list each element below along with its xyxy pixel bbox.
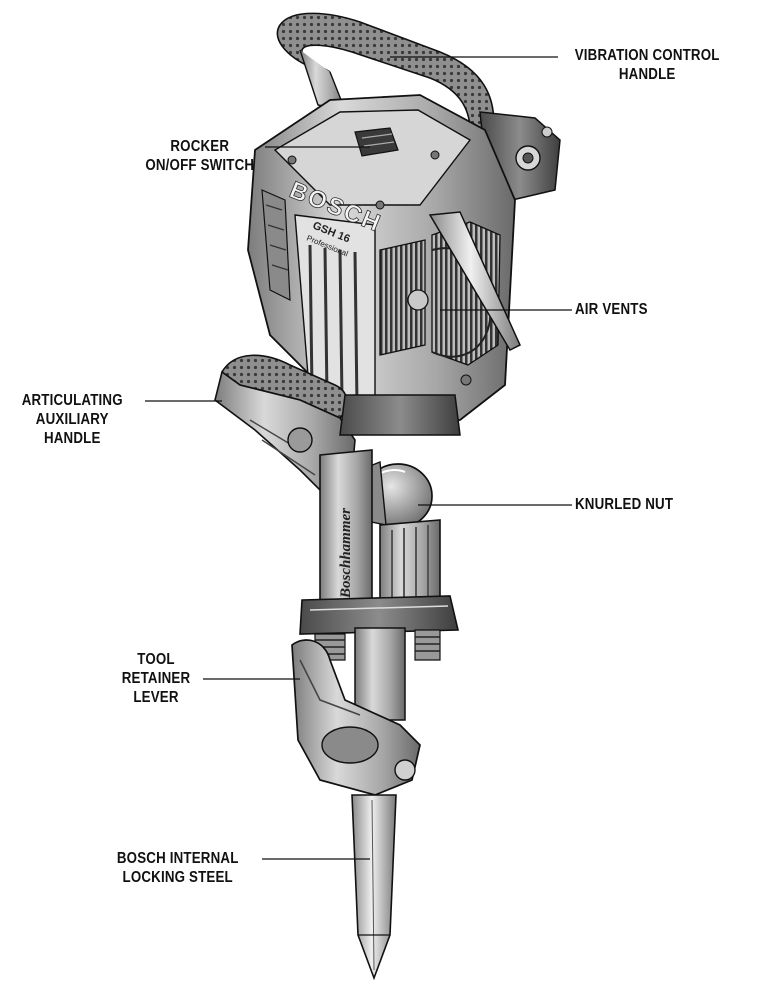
- label-rocker-switch: ROCKER ON/OFF SWITCH: [125, 137, 276, 175]
- label-line: ROCKER: [170, 138, 230, 155]
- locking-steel-shape: [351, 794, 397, 981]
- label-line: VIBRATION CONTROL: [574, 47, 720, 64]
- label-line: HANDLE: [43, 430, 101, 447]
- leader-lines: [145, 56, 572, 860]
- label-line: LOCKING STEEL: [122, 869, 233, 886]
- shaft-brand-text: Boschhammer: [338, 508, 354, 599]
- label-line: ON/OFF SWITCH: [145, 157, 255, 174]
- motor-housing-shape: BOSCH GSH 16 Professional: [247, 94, 521, 426]
- label-locking-steel: BOSCH INTERNAL LOCKING STEEL: [96, 849, 259, 887]
- label-line: LEVER: [133, 689, 179, 706]
- label-line: KNURLED NUT: [575, 496, 674, 513]
- label-line: AUXILIARY: [35, 411, 109, 428]
- label-line: BOSCH INTERNAL: [116, 850, 239, 867]
- shaft-shape: Boschhammer: [299, 449, 460, 635]
- label-line: HANDLE: [618, 66, 676, 83]
- tool-retainer-shape: [291, 627, 441, 796]
- label-air-vents: AIR VENTS: [575, 300, 648, 319]
- label-tool-retainer-lever: TOOL RETAINER LEVER: [104, 650, 207, 707]
- label-articulating-handle: ARTICULATING AUXILIARY HANDLE: [0, 391, 144, 448]
- label-knurled-nut: KNURLED NUT: [575, 495, 673, 514]
- label-line: TOOL: [137, 651, 175, 668]
- label-line: ARTICULATING: [21, 392, 123, 409]
- gear-neck-shape: [339, 394, 461, 436]
- label-vibration-control-handle: VIBRATION CONTROL HANDLE: [556, 46, 738, 84]
- label-line: AIR VENTS: [575, 301, 648, 318]
- label-line: RETAINER: [121, 670, 191, 687]
